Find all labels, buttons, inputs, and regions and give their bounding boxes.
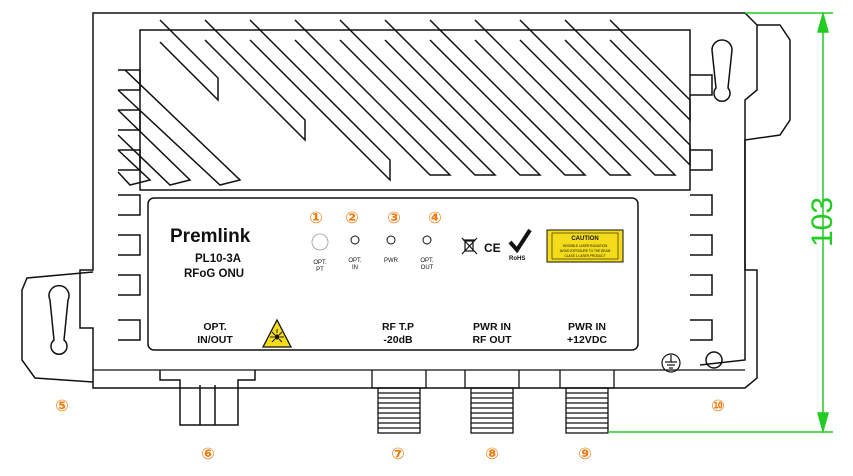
rohs-check-icon	[508, 228, 532, 254]
port-label-rftp-2: -20dB	[383, 334, 413, 346]
brand-name: Premlink	[170, 226, 251, 247]
right-mounting-flange	[699, 24, 791, 366]
led-label-pwr: PWR	[384, 258, 399, 264]
front-label-panel	[147, 197, 639, 351]
callout-2: ②	[345, 208, 359, 227]
rf-tp-connector	[371, 370, 427, 434]
pwr-rf-out-connector	[464, 370, 520, 434]
callout-4: ④	[428, 208, 442, 227]
caution-title: CAUTION	[571, 236, 598, 242]
left-mounting-flange	[21, 271, 94, 383]
callout-6: ⑥	[201, 444, 215, 463]
housing-outline	[79, 12, 758, 389]
led-label-opt-in-2: IN	[352, 265, 358, 271]
right-mount-hole	[705, 351, 723, 369]
product-name: RFoG ONU	[184, 268, 244, 280]
callout-5: ⑤	[55, 396, 69, 415]
port-label-opt-2: IN/OUT	[197, 334, 233, 346]
port-label-opt-1: OPT.	[203, 321, 226, 333]
height-dimension-value: 103	[806, 197, 839, 247]
led-label-opt-out-2: OUT	[421, 265, 434, 271]
heatsink-frame	[139, 29, 691, 191]
callout-7: ⑦	[391, 444, 405, 463]
led-label-opt-pt-2: PT	[316, 267, 324, 273]
port-label-pwr-rf-2: RF OUT	[472, 334, 512, 346]
led-opt-in	[350, 235, 360, 245]
led-label-opt-pt-1: OPT.	[313, 260, 327, 266]
laser-warning-icon	[261, 318, 293, 348]
caution-line2: AVOID EXPOSURE TO THE BEAM	[560, 249, 611, 253]
callout-10: ⑩	[711, 396, 725, 415]
led-opt-pt	[311, 233, 329, 251]
pwr-dc-connector	[559, 370, 615, 434]
caution-line3: CLASS 1 LASER PRODUCT	[564, 254, 605, 258]
rohs-text: RoHS	[509, 256, 525, 262]
port-label-rftp-1: RF T.P	[382, 321, 414, 333]
model-number: PL10-3A	[195, 253, 241, 265]
led-opt-out	[422, 235, 432, 245]
callout-1: ①	[309, 208, 323, 227]
ce-mark: CE	[484, 241, 501, 255]
callout-8: ⑧	[485, 444, 499, 463]
callout-9: ⑨	[578, 444, 592, 463]
led-label-opt-out-1: OPT.	[420, 258, 434, 264]
optical-connector	[159, 370, 256, 426]
left-side-ribs	[118, 69, 141, 341]
led-label-opt-in-1: OPT.	[348, 258, 362, 264]
led-pwr	[386, 235, 396, 245]
height-dimension	[608, 11, 833, 434]
ground-icon	[661, 353, 681, 373]
caution-label	[546, 229, 624, 263]
right-keyhole-slot	[711, 39, 733, 103]
caution-line1: INVISIBLE LASER RADIATION	[563, 244, 608, 248]
weee-bin-icon	[461, 237, 478, 255]
port-label-pwr-rf-1: PWR IN	[473, 321, 511, 333]
right-side-ribs	[690, 74, 713, 341]
callout-3: ③	[387, 208, 401, 227]
port-label-pwr-dc-2: +12VDC	[567, 334, 607, 346]
left-keyhole-slot	[48, 284, 70, 355]
heatsink-fins	[117, 19, 691, 186]
port-label-pwr-dc-1: PWR IN	[568, 321, 606, 333]
